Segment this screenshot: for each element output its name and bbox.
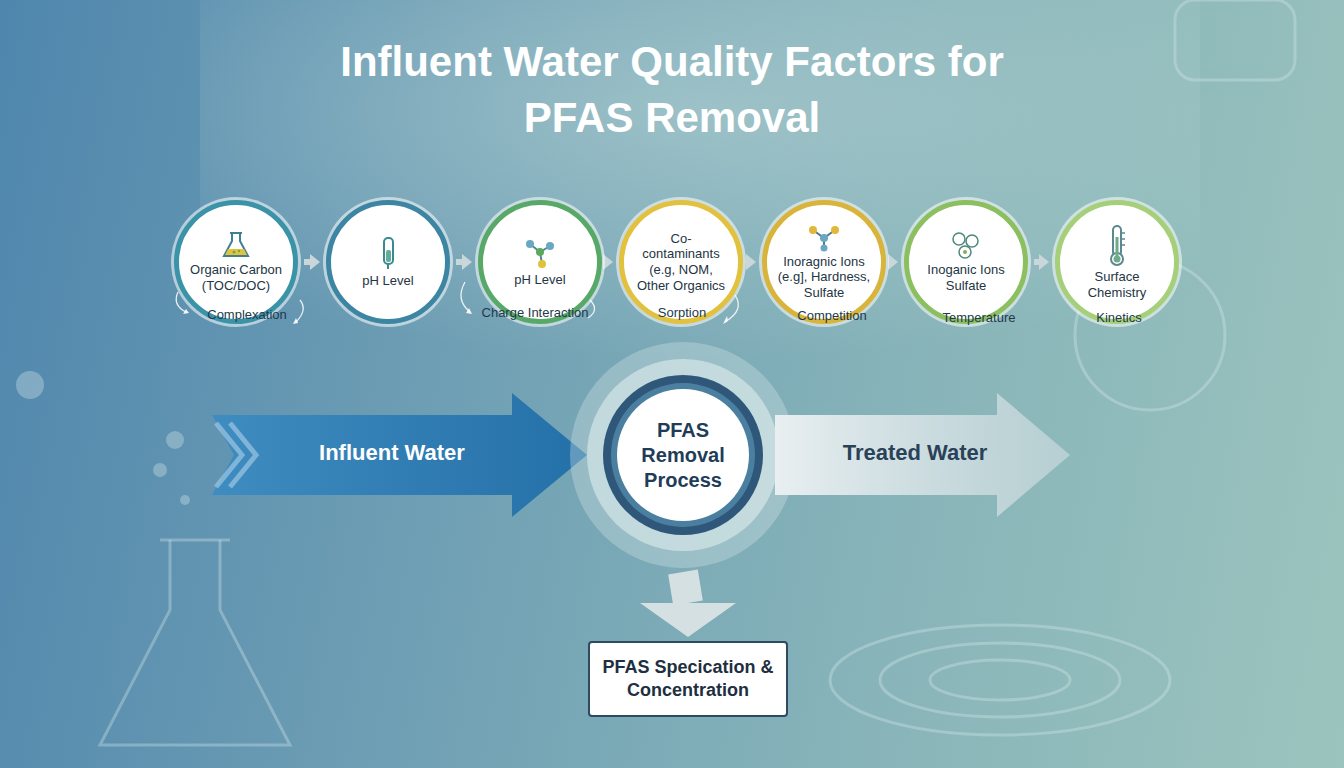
flow-connector bbox=[640, 572, 736, 637]
node-label: pH Level bbox=[514, 272, 565, 288]
factor-caption: Kinetics bbox=[1096, 310, 1142, 325]
factor-icon bbox=[522, 236, 558, 270]
factor-icon bbox=[373, 235, 403, 271]
factor-icon bbox=[948, 230, 984, 260]
flow-connector bbox=[304, 254, 320, 270]
flow-arrow: Influent Water bbox=[212, 393, 587, 517]
factor-circle: Inoganic Ions Sulfate bbox=[904, 200, 1028, 324]
node-label: Inoragnic Ions (e.g], Hardness, Sulfate bbox=[776, 254, 872, 301]
node-label: PFAS Specication & Concentration bbox=[602, 656, 774, 703]
factor-circle: Organic Carbon (TOC/DOC) bbox=[174, 200, 298, 324]
flow-connector bbox=[888, 254, 898, 270]
title: Influent Water Quality Factors for PFAS … bbox=[322, 34, 1022, 146]
factor-caption: Charge Interaction bbox=[482, 305, 589, 320]
flow-connector bbox=[603, 254, 613, 270]
factor-caption: Temperature bbox=[943, 310, 1016, 325]
node-label: pH Level bbox=[362, 273, 413, 289]
flow-connector bbox=[746, 254, 756, 270]
flow-connector bbox=[456, 254, 472, 270]
factor-circle: Surface Chemistry bbox=[1055, 200, 1179, 324]
flow-arrow: Treated Water bbox=[775, 393, 1070, 517]
factor-circle: Inoragnic Ions (e.g], Hardness, Sulfate bbox=[762, 200, 886, 324]
factor-icon bbox=[1105, 223, 1129, 267]
factor-caption: Complexation bbox=[207, 307, 287, 322]
node-label: Surface Chemistry bbox=[1069, 269, 1165, 300]
flow-connector bbox=[1034, 254, 1049, 270]
factor-icon bbox=[805, 224, 843, 252]
process-circle: PFAS Removal Process bbox=[568, 340, 798, 570]
node-label: Inoganic Ions Sulfate bbox=[918, 262, 1014, 293]
factor-icon bbox=[219, 230, 253, 260]
output-box: PFAS Specication & Concentration bbox=[588, 641, 788, 717]
factor-circle: pH Level bbox=[326, 200, 450, 324]
node-label: Organic Carbon (TOC/DOC) bbox=[188, 262, 284, 293]
node-label: PFAS Removal Process bbox=[628, 418, 738, 493]
factor-caption: Sorption bbox=[658, 305, 706, 320]
node-label: Treated Water bbox=[795, 440, 1035, 466]
node-label: Influent Water bbox=[272, 440, 512, 466]
factor-caption: Competition bbox=[797, 308, 866, 323]
node-label: Co-contaminants (e.g, NOM, Other Organic… bbox=[633, 231, 729, 293]
